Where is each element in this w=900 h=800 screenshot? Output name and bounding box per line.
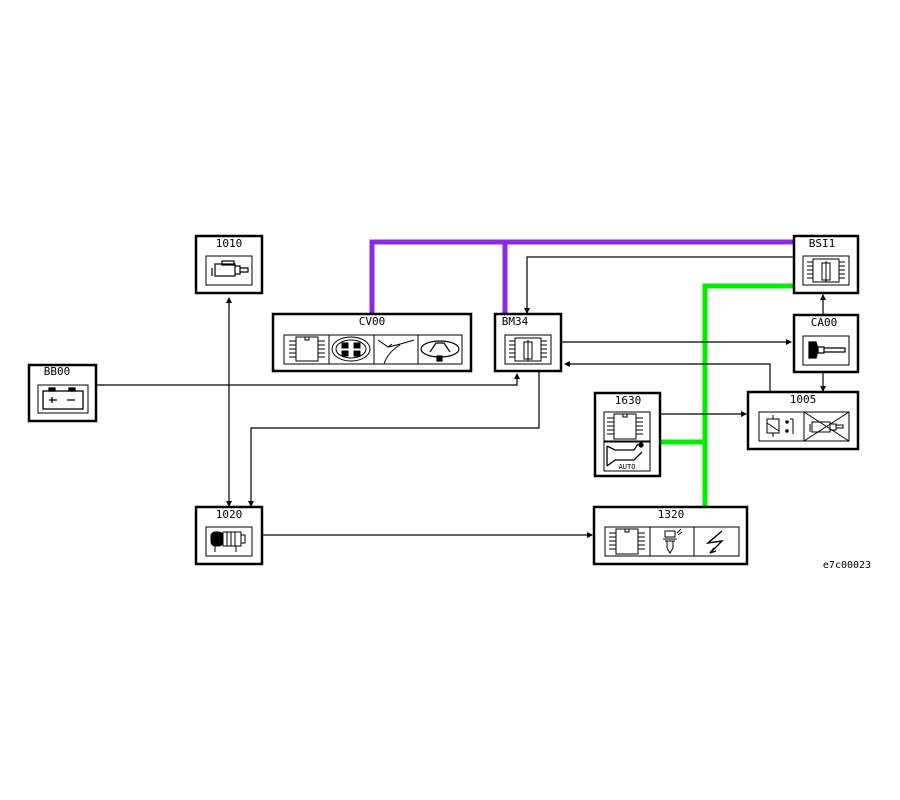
component-label: BSI1	[809, 237, 836, 250]
ecu-chip-icon	[609, 528, 645, 555]
component-1010[interactable]: 1010	[194, 234, 264, 295]
component-label: 1630	[615, 394, 642, 407]
component-bsi1[interactable]: BSI1	[792, 234, 860, 295]
wire-bm34-1020	[248, 372, 540, 507]
component-ca00[interactable]: CA00	[792, 313, 860, 374]
ecu-chip-icon	[289, 336, 325, 362]
component-bb00[interactable]: BB00	[27, 363, 98, 423]
green-bus-trunk	[702, 283, 794, 508]
starter-crossed-icon	[803, 411, 850, 442]
starter-motor-icon	[211, 260, 249, 277]
component-label: 1320	[658, 508, 685, 521]
wire-bb00-bm34	[96, 373, 520, 386]
component-label: BM34	[502, 315, 529, 328]
component-label: CA00	[811, 316, 838, 329]
alternator-icon	[210, 531, 246, 552]
switch-cluster-icon	[331, 336, 371, 362]
component-label: 1005	[790, 393, 817, 406]
component-cv00[interactable]: CV00	[271, 312, 473, 373]
purple-can-bus	[369, 239, 794, 314]
injector-icon	[663, 528, 683, 554]
auto-sublabel: AUTO	[619, 463, 636, 471]
green-can-bus	[661, 283, 794, 508]
wire-bsi1-bm34	[524, 256, 794, 314]
component-1630[interactable]: 1630 AUTO	[593, 391, 662, 478]
fuse-box-icon	[807, 258, 845, 283]
component-label: 1020	[216, 508, 243, 521]
ignition-spark-icon	[705, 530, 724, 554]
reference-code: e7c00023	[823, 560, 871, 571]
component-1005[interactable]: 1005	[746, 390, 860, 451]
ecu-chip-icon	[607, 413, 643, 440]
component-bm34[interactable]: BM34	[493, 312, 563, 373]
fuse-box-icon	[509, 337, 547, 362]
component-label: BB00	[44, 365, 71, 378]
steering-wheel-icon	[420, 340, 460, 362]
component-1320[interactable]: 1320	[592, 505, 749, 566]
relay-icon	[766, 415, 794, 437]
auto-gearbox-icon	[606, 442, 644, 467]
component-1020[interactable]: 1020	[194, 505, 264, 566]
component-label: 1010	[216, 237, 243, 250]
ignition-key-icon	[808, 341, 846, 359]
battery-icon	[42, 387, 84, 410]
purple-bus-trunk	[369, 239, 794, 314]
stalk-icon	[377, 339, 415, 365]
component-label: CV00	[359, 315, 386, 328]
wire-1005-bm34	[564, 361, 771, 392]
